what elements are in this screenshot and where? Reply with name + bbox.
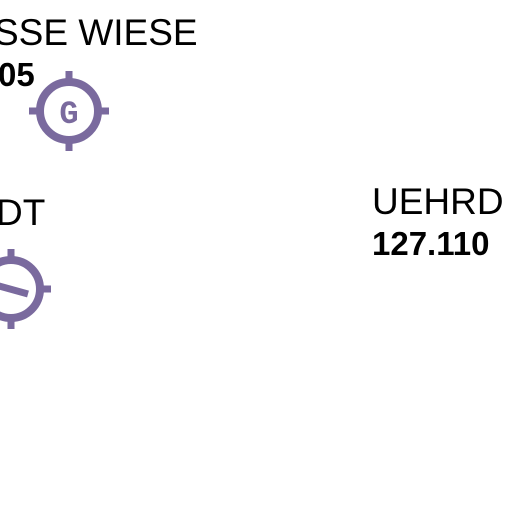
airfield-name-label: SSE WIESE bbox=[0, 12, 198, 53]
airfield-letter-g: G bbox=[59, 96, 78, 133]
airfield-crosshair-g-icon: G bbox=[29, 71, 109, 151]
airfield-frequency-label: 05 bbox=[0, 56, 35, 93]
airfield-crosshair-runway-icon bbox=[0, 249, 51, 329]
airfield-frequency-label: 127.110 bbox=[372, 225, 490, 262]
airfield-name-label: UEHRD bbox=[372, 181, 504, 222]
airfield-name-label: DT bbox=[0, 192, 46, 233]
